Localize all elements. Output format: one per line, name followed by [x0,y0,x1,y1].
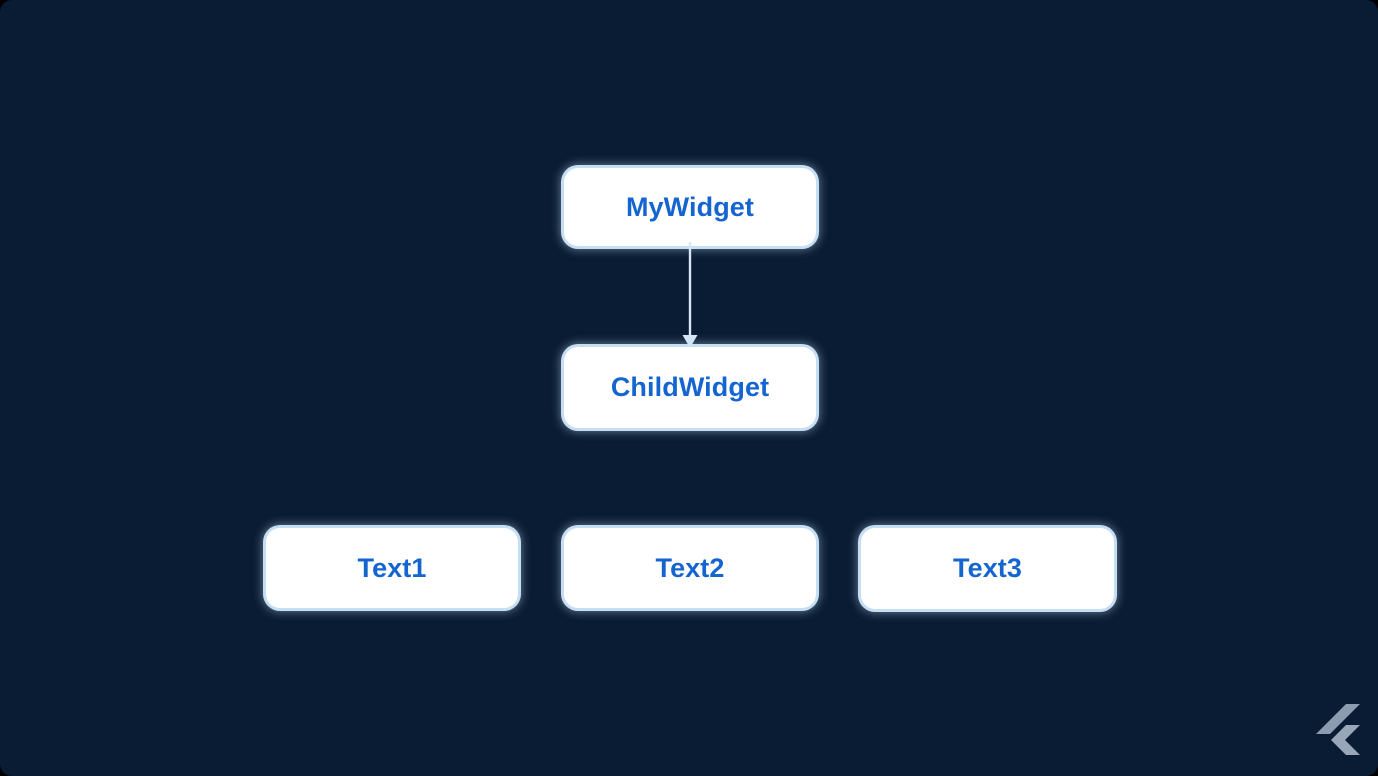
node-text1-label: Text1 [357,552,427,583]
flutter-logo-lower-chevron [1331,725,1360,755]
flutter-logo-upper-chevron [1316,704,1360,734]
node-childwidget-label: ChildWidget [610,372,770,402]
node-mywidget-label: MyWidget [625,191,755,222]
node-text2-label: Text2 [655,552,725,583]
node-mywidget[interactable]: MyWidget [564,168,816,246]
node-childwidget[interactable]: ChildWidget [564,347,816,428]
arrowhead-down-icon [682,335,698,348]
node-text2[interactable]: Text2 [564,528,816,608]
edge-mywidget-to-childwidget [682,242,698,348]
node-text1[interactable]: Text1 [266,528,518,608]
node-text3[interactable]: Text3 [861,528,1114,609]
node-text3-label: Text3 [952,553,1023,583]
flutter-logo [1316,704,1360,755]
